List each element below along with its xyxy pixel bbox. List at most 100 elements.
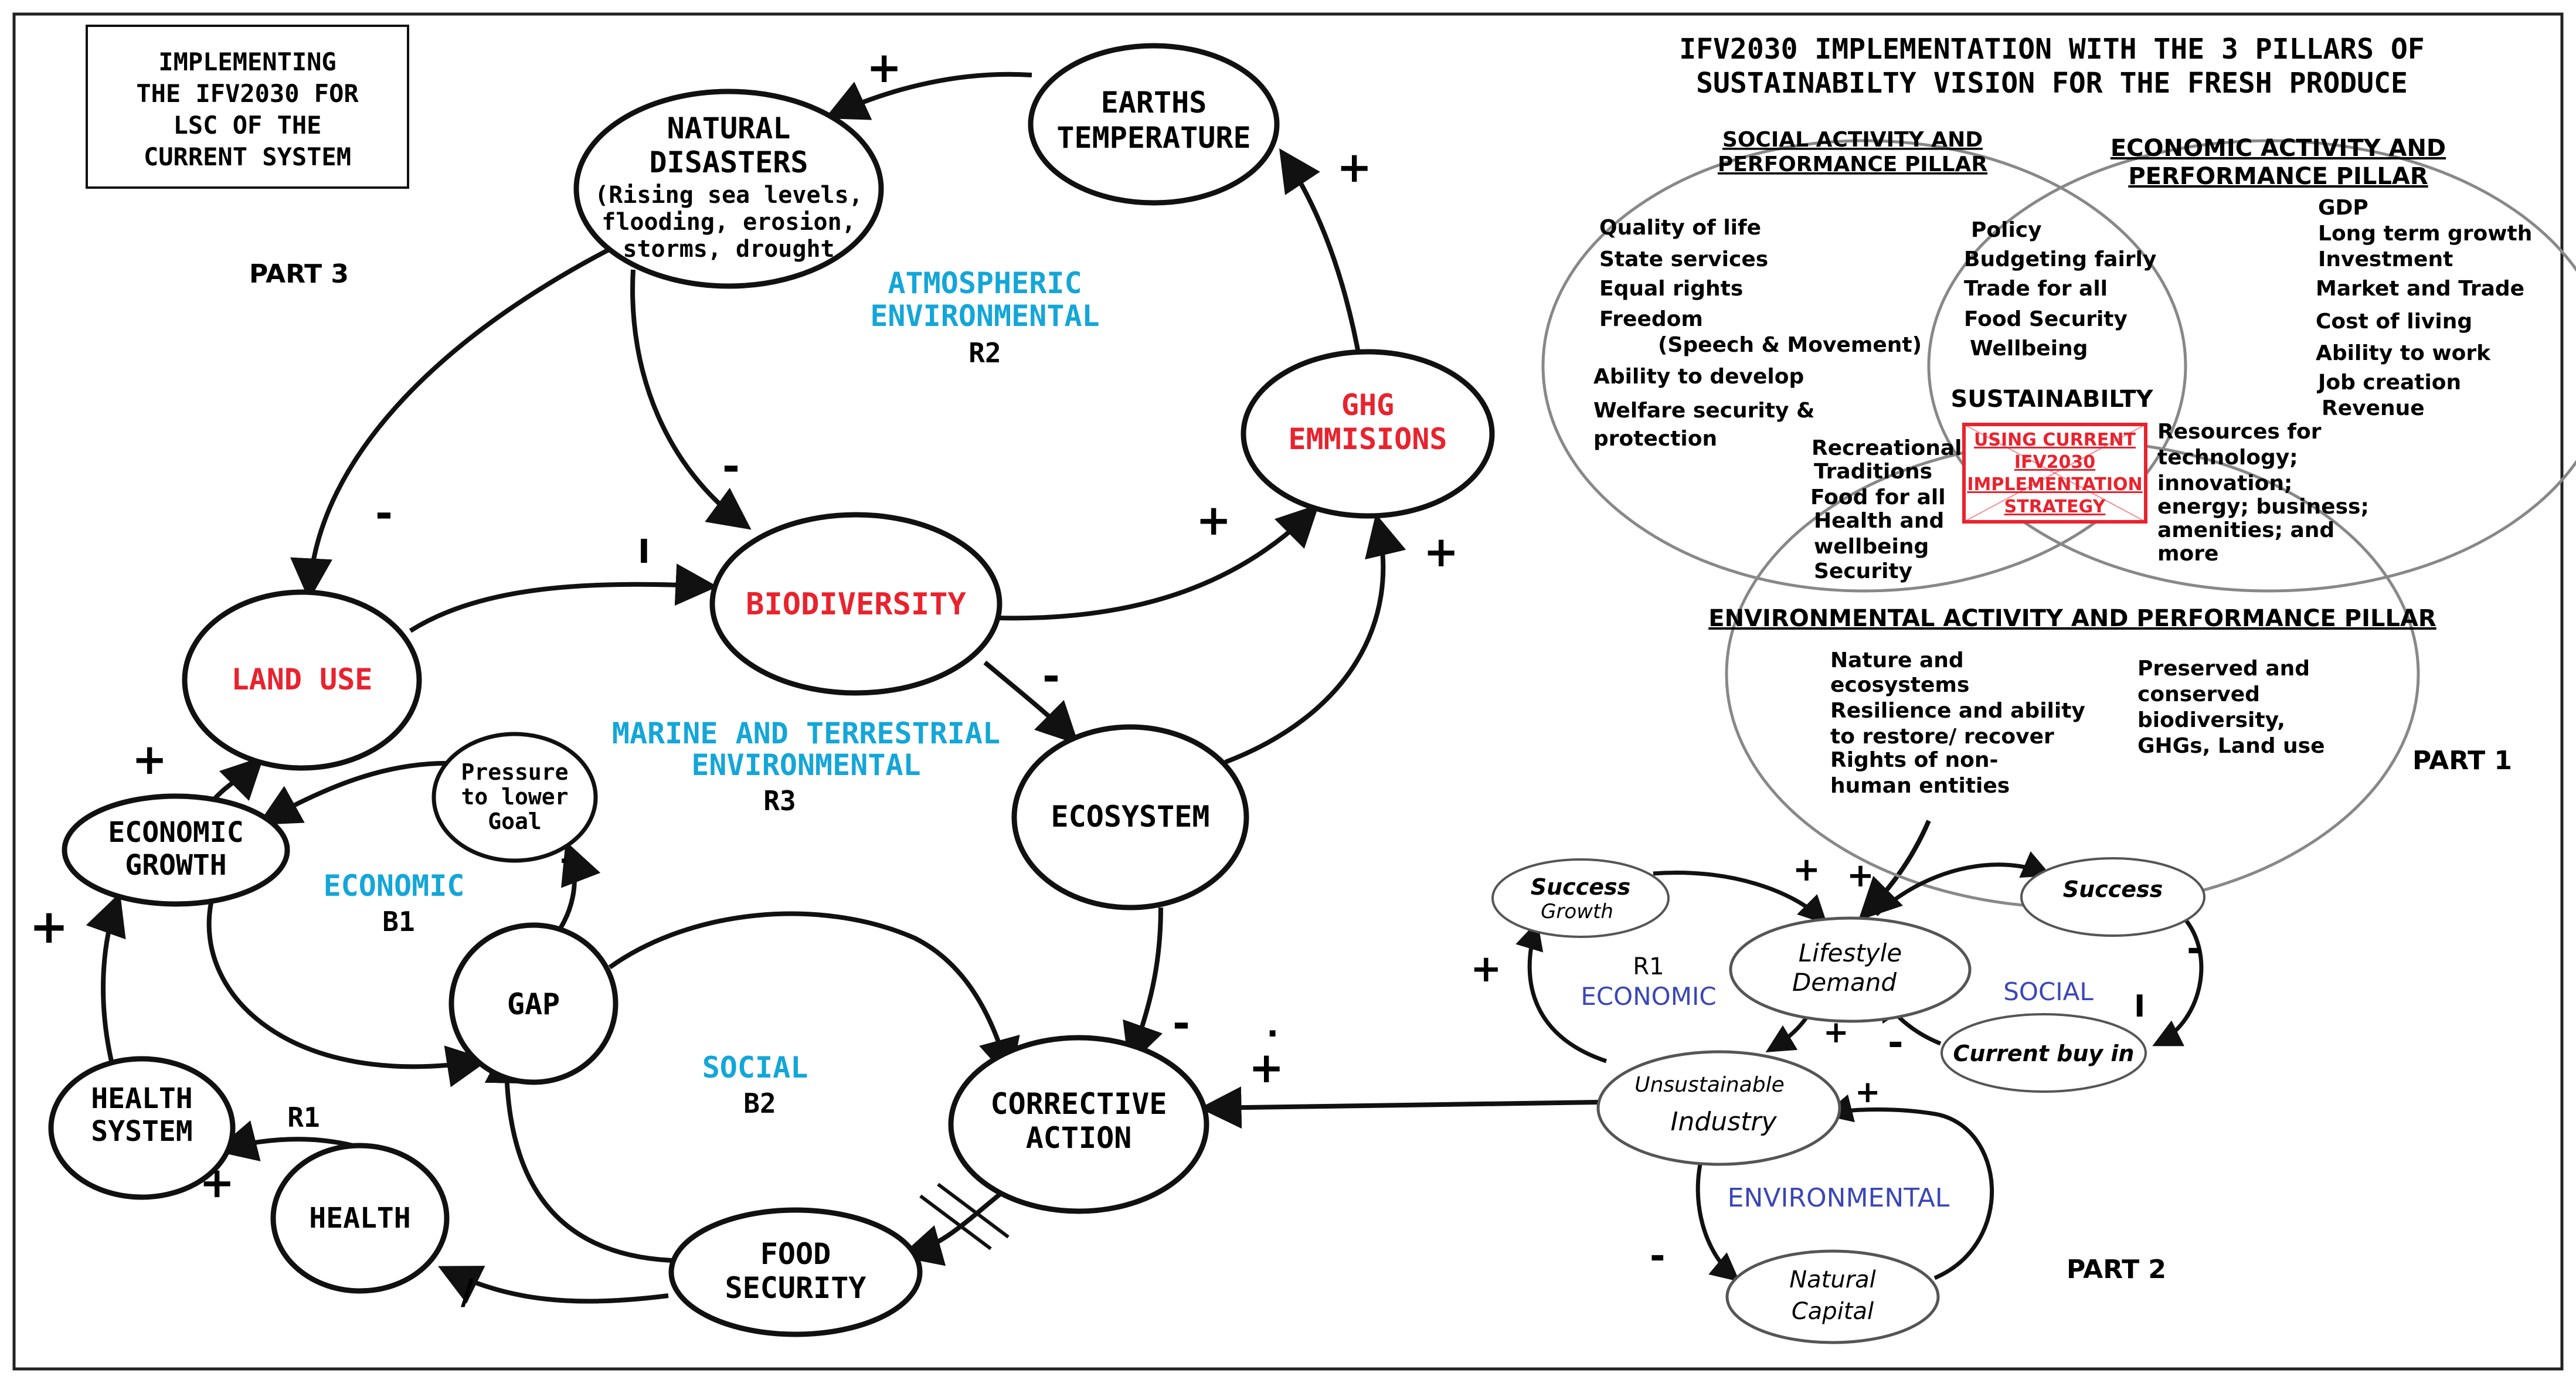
svg-text:EMMISIONS: EMMISIONS xyxy=(1289,422,1447,456)
svg-text:GAP: GAP xyxy=(507,987,560,1021)
svg-text:ECONOMIC: ECONOMIC xyxy=(324,869,465,903)
svg-text:-: - xyxy=(1650,1235,1666,1278)
node-food-security: FOOD SECURITY xyxy=(668,1207,923,1337)
title-line-4: CURRENT SYSTEM xyxy=(144,142,351,171)
node-health-system: HEALTH SYSTEM xyxy=(48,1056,236,1200)
svg-text:Lifestyle: Lifestyle xyxy=(1799,939,1902,967)
svg-text:R3: R3 xyxy=(763,785,796,817)
social-pillar-heading: SOCIAL ACTIVITY AND PERFORMANCE PILLAR xyxy=(1718,128,1987,176)
svg-text:-: - xyxy=(1173,998,1190,1048)
svg-text:Pressure: Pressure xyxy=(461,759,568,785)
svg-text:PERFORMANCE PILLAR: PERFORMANCE PILLAR xyxy=(1718,152,1987,176)
svg-text:+: + xyxy=(1823,1015,1849,1050)
loop-social-b2: SOCIAL B2 xyxy=(702,1051,808,1119)
title-line-2: THE IFV2030 FOR xyxy=(136,79,359,108)
svg-text:conserved: conserved xyxy=(2137,682,2260,706)
svg-text:GDP: GDP xyxy=(2318,196,2368,220)
part2-loop-r1: R1 xyxy=(1633,953,1664,980)
part1-title: IFV2030 IMPLEMENTATION WITH THE 3 PILLAR… xyxy=(1679,33,2425,100)
svg-text:State services: State services xyxy=(1599,247,1768,271)
part2-environmental-label: ENVIRONMENTAL xyxy=(1728,1183,1950,1213)
part-1-label: PART 1 xyxy=(2412,746,2512,776)
svg-text:SUSTAINABILTY VISION FOR THE F: SUSTAINABILTY VISION FOR THE FRESH PRODU… xyxy=(1696,67,2408,100)
svg-text:Natural: Natural xyxy=(1789,1266,1876,1293)
node-land-use: LAND USE xyxy=(182,589,422,771)
loop-economic-b1: ECONOMIC B1 xyxy=(324,869,465,937)
node-biodiversity: BIODIVERSITY xyxy=(709,512,1002,696)
svg-text:biodiversity,: biodiversity, xyxy=(2137,708,2285,732)
svg-text:Job creation: Job creation xyxy=(2316,371,2461,395)
svg-text:SOCIAL: SOCIAL xyxy=(702,1051,808,1085)
outer-frame xyxy=(12,12,2564,1371)
title-line-3: LSC OF THE xyxy=(174,111,322,140)
node-earths-temperature: EARTHS TEMPERATURE xyxy=(1028,43,1280,206)
svg-text:I: I xyxy=(638,533,650,571)
svg-text:Success: Success xyxy=(2063,876,2163,902)
title-box: IMPLEMENTING THE IFV2030 FOR LSC OF THE … xyxy=(86,25,409,189)
svg-text:Policy: Policy xyxy=(1971,218,2042,242)
svg-text:ECOSYSTEM: ECOSYSTEM xyxy=(1051,800,1210,834)
svg-text:technology;: technology; xyxy=(2157,446,2298,470)
svg-text:Preserved and: Preserved and xyxy=(2137,657,2310,681)
node-natural-disasters: NATURAL DISASTERS (Rising sea levels, fl… xyxy=(573,89,884,289)
svg-text:-: - xyxy=(1888,1021,1904,1065)
node-corrective-action: CORRECTIVE ACTION xyxy=(948,1035,1209,1214)
svg-text:MARINE AND TERRESTRIAL: MARINE AND TERRESTRIAL xyxy=(612,716,1000,750)
social-items: Quality of life State services Equal rig… xyxy=(1593,216,1922,451)
svg-text:ATMOSPHERIC: ATMOSPHERIC xyxy=(888,266,1082,300)
svg-text:SECURITY: SECURITY xyxy=(725,1271,866,1305)
svg-text:+: + xyxy=(1470,947,1502,991)
node-economic-growth: ECONOMIC GROWTH xyxy=(62,793,290,907)
node-lifestyle-demand: Lifestyle Demand xyxy=(1729,916,1972,1023)
svg-text:Resilience and ability: Resilience and ability xyxy=(1830,699,2085,723)
svg-text:Goal: Goal xyxy=(488,808,542,834)
svg-text:Health and: Health and xyxy=(1814,509,1944,533)
part-2-label: PART 2 xyxy=(2067,1255,2166,1285)
svg-text:.: . xyxy=(559,842,568,869)
svg-text:storms, drought: storms, drought xyxy=(623,236,834,263)
strategy-box: USING CURRENT IFV2030 IMPLEMENTATION STR… xyxy=(1962,423,2147,524)
svg-text:EARTHS: EARTHS xyxy=(1101,86,1207,120)
svg-text:energy; business;: energy; business; xyxy=(2157,495,2369,519)
svg-text:USING CURRENT: USING CURRENT xyxy=(1974,430,2136,450)
svg-text:CORRECTIVE: CORRECTIVE xyxy=(990,1087,1167,1121)
svg-text:wellbeing: wellbeing xyxy=(1814,535,1929,559)
svg-text:IMPLEMENTATION: IMPLEMENTATION xyxy=(1967,474,2142,495)
svg-text:Welfare security &: Welfare security & xyxy=(1593,399,1814,423)
svg-text:Current buy in: Current buy in xyxy=(1953,1041,2135,1066)
node-current-buy-in: Current buy in xyxy=(1941,1013,2147,1093)
node-ecosystem: ECOSYSTEM xyxy=(1011,724,1249,910)
part2-polarity-signs: + + - I - + + + - xyxy=(1470,851,2203,1278)
svg-text:Equal rights: Equal rights xyxy=(1599,277,1743,301)
svg-text:NATURAL: NATURAL xyxy=(667,111,791,145)
svg-text:HEALTH: HEALTH xyxy=(309,1202,410,1235)
svg-text:Budgeting fairly: Budgeting fairly xyxy=(1964,247,2156,271)
svg-text:SOCIAL ACTIVITY AND: SOCIAL ACTIVITY AND xyxy=(1722,128,1983,152)
svg-text:+: + xyxy=(1793,851,1820,889)
node-health: HEALTH xyxy=(270,1143,450,1294)
svg-text:innovation;: innovation; xyxy=(2157,471,2292,495)
svg-text:+: + xyxy=(1249,1043,1284,1092)
svg-text:R2: R2 xyxy=(968,337,1001,369)
svg-text:Ability to work: Ability to work xyxy=(2316,341,2491,365)
svg-text:(Rising sea levels,: (Rising sea levels, xyxy=(594,182,863,209)
economic-pillar-heading: ECONOMIC ACTIVITY AND PERFORMANCE PILLAR xyxy=(2111,135,2446,190)
svg-text:+: + xyxy=(1847,857,1874,895)
svg-text:-: - xyxy=(1042,651,1060,701)
svg-text:/: / xyxy=(461,1272,474,1313)
part2-economic-label: ECONOMIC xyxy=(1581,982,1716,1011)
environmental-items-left: Nature and ecosystems Resilience and abi… xyxy=(1830,648,2085,798)
svg-text:DISASTERS: DISASTERS xyxy=(650,145,808,179)
svg-text:Resources for: Resources for xyxy=(2157,420,2322,444)
svg-text:+: + xyxy=(132,735,167,784)
svg-text:-: - xyxy=(375,488,393,538)
svg-text:+: + xyxy=(866,43,902,92)
svg-text:-: - xyxy=(722,441,740,491)
svg-text:FOOD: FOOD xyxy=(760,1237,831,1271)
economic-environmental-items: Resources for technology; innovation; en… xyxy=(2157,420,2369,566)
svg-text:ECONOMIC ACTIVITY AND: ECONOMIC ACTIVITY AND xyxy=(2111,135,2446,162)
svg-text:Industry: Industry xyxy=(1671,1107,1778,1137)
svg-text:to lower: to lower xyxy=(461,784,568,810)
svg-text:amenities; and: amenities; and xyxy=(2157,518,2334,542)
title-line-1: IMPLEMENTING xyxy=(158,47,336,76)
